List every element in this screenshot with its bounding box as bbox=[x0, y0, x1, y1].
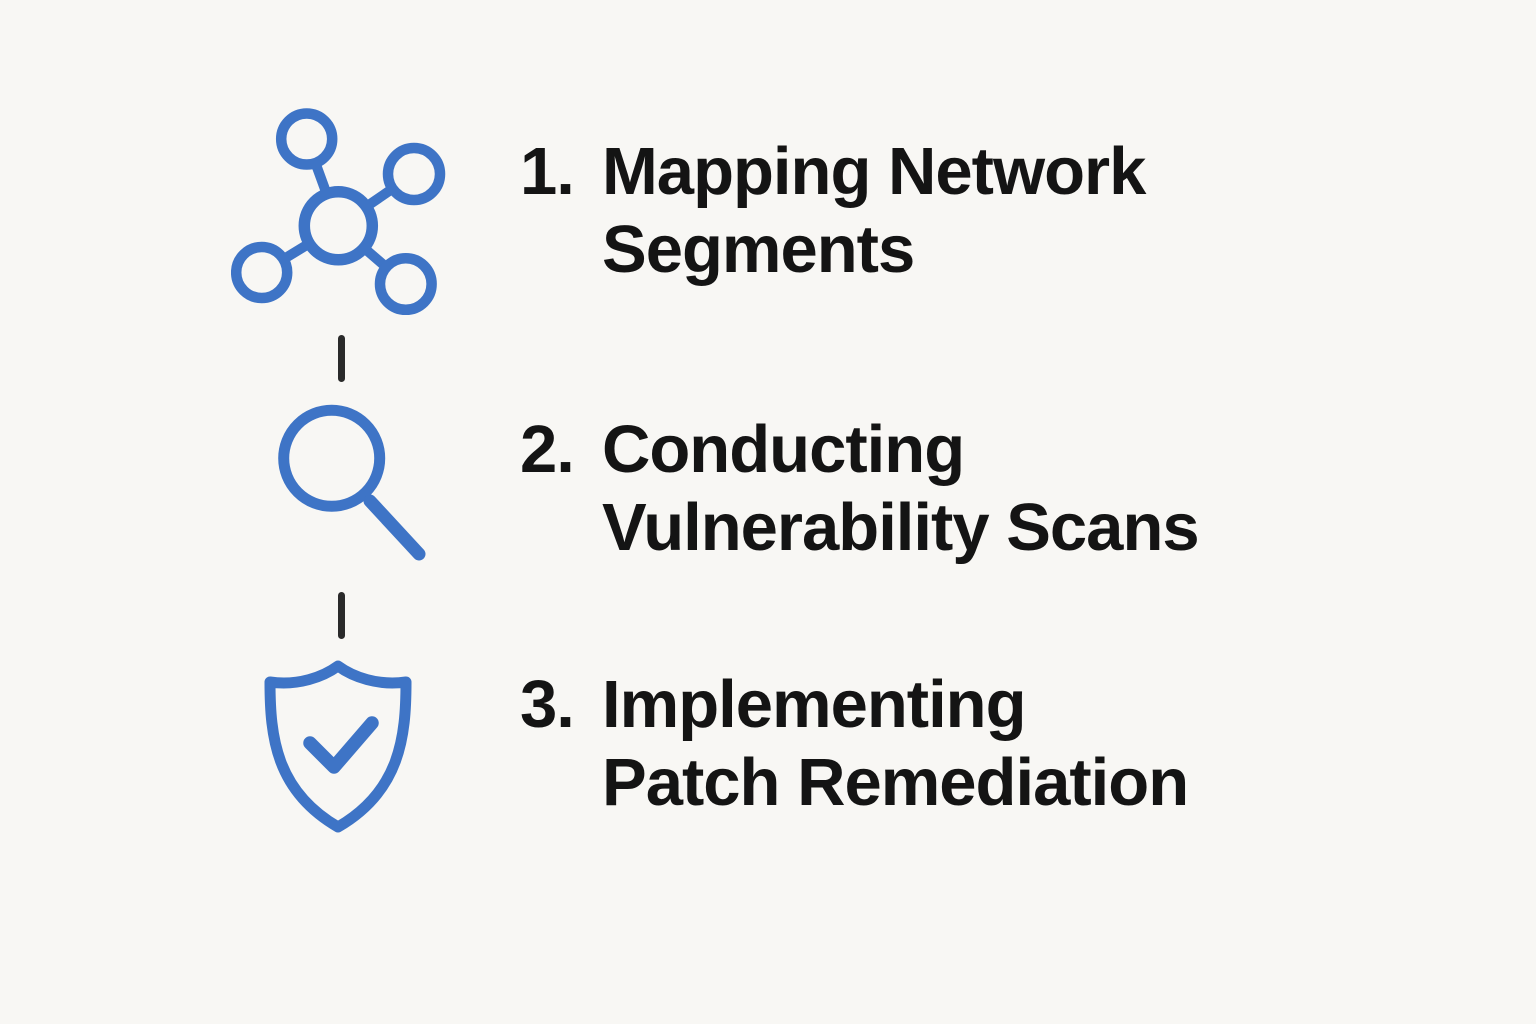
step-connector-line bbox=[338, 335, 345, 382]
step-number: 1. bbox=[520, 134, 575, 209]
step-label-line: Vulnerability Scans bbox=[602, 490, 1200, 565]
step-label-line: Patch Remediation bbox=[602, 745, 1189, 820]
step-number: 3. bbox=[520, 667, 575, 742]
step-label-line: Segments bbox=[602, 212, 915, 287]
network-nodes-icon bbox=[231, 108, 446, 316]
shield-check-icon bbox=[264, 660, 412, 833]
step-label-line: Mapping Network bbox=[602, 134, 1146, 209]
step-label-line: Conducting bbox=[602, 412, 965, 487]
magnifying-glass-icon bbox=[278, 404, 426, 561]
step-label-line: Implementing bbox=[602, 667, 1027, 742]
step-number: 2. bbox=[520, 412, 575, 487]
step-connector-line bbox=[338, 592, 345, 639]
